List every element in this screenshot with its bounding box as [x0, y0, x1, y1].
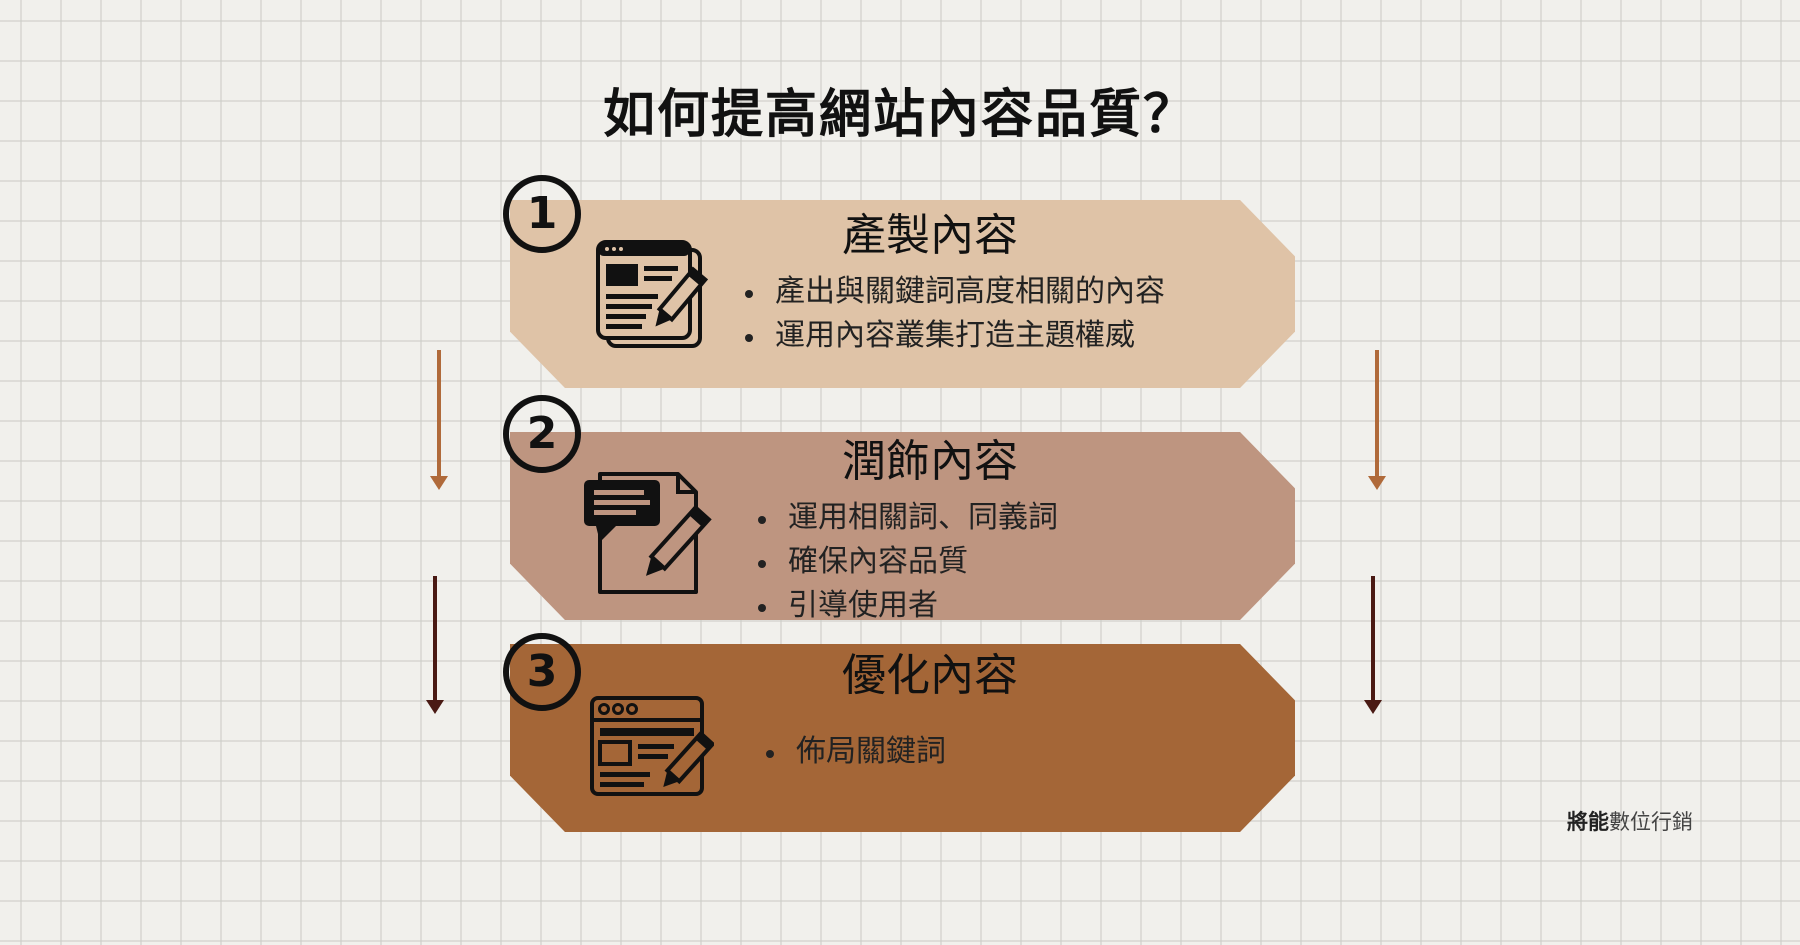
step-3-number-badge: 3 — [503, 633, 581, 711]
web-article-edit-icon — [596, 240, 709, 348]
step-1-bullet-2: 運用內容叢集打造主題權威 — [743, 314, 1165, 358]
step-2-bullet-3: 引導使用者 — [756, 584, 1058, 628]
browser-layout-edit-icon — [590, 696, 714, 796]
step-2-bullet-1: 運用相關詞、同義詞 — [756, 496, 1058, 540]
step-3-box — [510, 644, 1295, 832]
brand-name-strong: 將能 — [1567, 810, 1609, 834]
step-2-title: 潤飾內容 — [842, 436, 1018, 487]
brand-name-rest: 數位行銷 — [1609, 810, 1693, 834]
step-2-bullet-list: 運用相關詞、同義詞 確保內容品質 引導使用者 — [756, 496, 1058, 628]
down-arrow-left-upper — [430, 350, 448, 490]
down-arrow-left-lower — [426, 576, 444, 714]
down-arrow-right-lower — [1364, 576, 1382, 714]
down-arrow-right-upper — [1368, 350, 1386, 490]
step-1-bullet-list: 產出與關鍵詞高度相關的內容 運用內容叢集打造主題權威 — [743, 270, 1165, 358]
document-comment-pencil-icon — [584, 472, 712, 594]
step-3-bullet-1: 佈局關鍵詞 — [764, 730, 946, 774]
brand-logo-text: 將能數位行銷 — [1567, 806, 1693, 836]
step-2-bullet-2: 確保內容品質 — [756, 540, 1058, 584]
step-1-title: 產製內容 — [842, 210, 1018, 261]
step-2-number-badge: 2 — [503, 395, 581, 473]
page-title: 如何提高網站內容品質？ — [602, 85, 1197, 145]
step-1-bullet-1: 產出與關鍵詞高度相關的內容 — [743, 270, 1165, 314]
step-1-number-badge: 1 — [503, 175, 581, 253]
step-3-bullet-list: 佈局關鍵詞 — [764, 730, 946, 774]
step-3-title: 優化內容 — [842, 650, 1018, 701]
